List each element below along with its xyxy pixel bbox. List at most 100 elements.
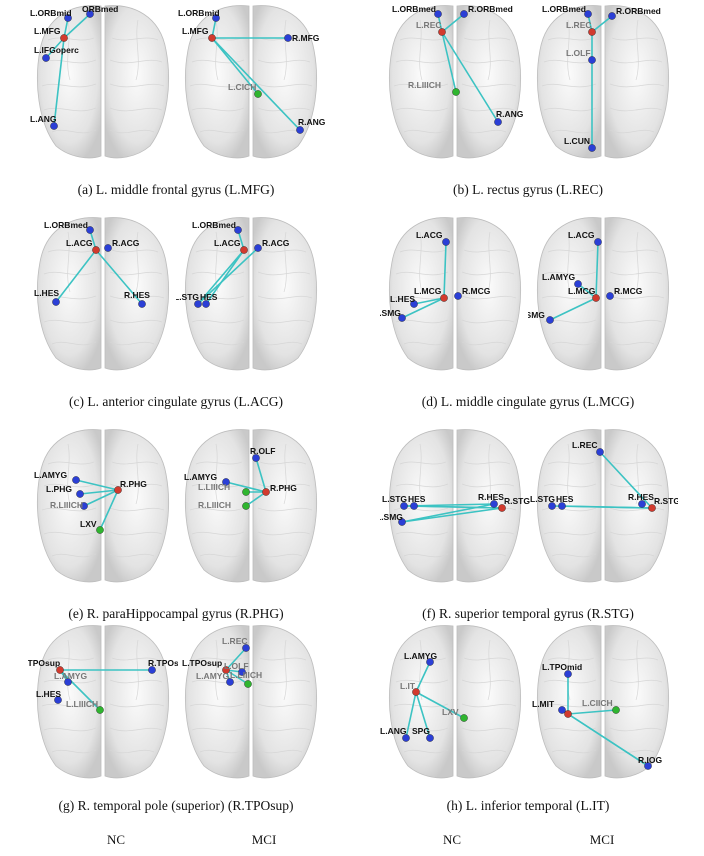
node-label: L.AMYG xyxy=(54,671,87,681)
connection-L.IT-L.SPG xyxy=(415,691,431,739)
node-L.MIT xyxy=(558,706,566,714)
node-label: L.LIIICH xyxy=(198,482,230,492)
node-R.MCG xyxy=(454,292,462,300)
brain-right-hemisphere xyxy=(604,5,669,159)
node-R.STG xyxy=(648,504,656,512)
node-label: L.REC xyxy=(566,20,592,30)
node-label: L.REC xyxy=(222,636,248,646)
node-label: L.TPOsup xyxy=(182,658,222,668)
node-label: L.PHG xyxy=(46,484,72,494)
node-label: ORBmed xyxy=(82,4,118,14)
node-L.ORBmed xyxy=(86,226,94,234)
node-L.OLF xyxy=(588,56,596,64)
connection-L.MCG-L.SMG xyxy=(549,297,597,321)
node-label: L.ACG xyxy=(416,230,443,240)
node-L.ORBmid xyxy=(212,14,220,22)
node-label: L.ACG xyxy=(214,238,241,248)
node-R.ORBmed xyxy=(460,10,468,18)
connection-L.REC-R.ORBmed xyxy=(441,13,465,33)
brain-left-hemisphere xyxy=(537,217,602,371)
node-LXV xyxy=(460,714,468,722)
node-label: R.HES xyxy=(124,290,150,300)
node-L.ORBmed xyxy=(234,226,242,234)
connection-R.HES-L.STG xyxy=(403,503,495,507)
node-label: L.MIT xyxy=(532,699,555,709)
brain-right-hemisphere xyxy=(604,217,669,371)
node-L.ORBmid xyxy=(64,14,72,22)
connection-R.ACG-L.STG xyxy=(197,247,259,305)
node-L.HES xyxy=(52,298,60,306)
connection-R.HES-L.SMG xyxy=(401,503,495,523)
node-label: R.STG xyxy=(654,496,678,506)
node-label: R.LIIICH xyxy=(408,80,441,90)
node-R.ANG xyxy=(296,126,304,134)
node-L.IFGoperc xyxy=(42,54,50,62)
brain-right-hemisphere xyxy=(252,625,317,779)
node-L.HES xyxy=(558,502,566,510)
brain-left-hemisphere xyxy=(185,5,250,159)
brain-left-hemisphere xyxy=(185,217,250,371)
connection-L.MFG-R.ANG xyxy=(211,37,301,131)
brain-gyri xyxy=(41,231,165,346)
brain-gyri xyxy=(393,639,517,754)
connection-L.MCG-L.AMYG xyxy=(577,283,597,299)
connection-L.REC-R.ANG xyxy=(441,31,499,123)
connection-L.MCG-L.ACG xyxy=(443,241,447,299)
connection-R.PHG-R.OLF xyxy=(255,457,267,493)
brain-gyri xyxy=(41,443,165,558)
brain-left-hemisphere xyxy=(389,5,454,159)
connection-L.IT-L.ANG xyxy=(405,691,417,739)
connection-R.STG-L.HES xyxy=(561,505,653,509)
connection-L.MIT-R.IOG xyxy=(561,709,649,767)
node-label: L.ANG xyxy=(380,726,407,736)
panel-caption: (d) L. middle cingulate gyrus (L.MCG) xyxy=(421,394,635,409)
panel-caption: (e) R. paraHippocampal gyrus (R.PHG) xyxy=(68,606,284,621)
brain-right-hemisphere xyxy=(104,429,169,583)
panel-caption: (b) L. rectus gyrus (L.REC) xyxy=(453,182,603,197)
node-label: L.ORBmed xyxy=(542,4,586,14)
node-L.MFG xyxy=(208,34,216,42)
brain-right-hemisphere xyxy=(252,217,317,371)
brain-gyri xyxy=(189,639,313,754)
node-label: HES xyxy=(200,292,218,302)
node-label: L.ANG xyxy=(30,114,57,124)
connection-R.PHG-L.PHG xyxy=(79,489,119,495)
node-L.HES xyxy=(54,696,62,704)
node-L.AMYG xyxy=(574,280,582,288)
node-L.HES xyxy=(410,300,418,308)
brain-gyri xyxy=(189,443,313,558)
brain-left-hemisphere xyxy=(537,625,602,779)
brain-right-hemisphere xyxy=(604,625,669,779)
node-L.MCG xyxy=(592,294,600,302)
node-label: L.MFG xyxy=(182,26,209,36)
node-L.ANG xyxy=(402,734,410,742)
panel-caption: (g) R. temporal pole (superior) (R.TPOsu… xyxy=(58,798,294,813)
node-L.OLF xyxy=(238,668,246,676)
node-L.LIIICH xyxy=(96,706,104,714)
node-label: R.ORBmed xyxy=(616,6,661,16)
node-label: L.STG xyxy=(176,292,199,302)
node-label: L.ACG xyxy=(66,238,93,248)
node-label: L.AMYG xyxy=(34,470,67,480)
brain-gyri xyxy=(541,19,665,134)
node-L.IT xyxy=(412,688,420,696)
node-label: LXV xyxy=(442,707,459,717)
node-label: R.LIIICH xyxy=(198,500,231,510)
brain-left-hemisphere xyxy=(37,5,102,159)
panel-caption: (a) L. middle frontal gyrus (L.MFG) xyxy=(77,182,275,197)
node-R.HES xyxy=(138,300,146,308)
node-label: L.SMG xyxy=(528,310,545,320)
brain-right-hemisphere xyxy=(604,429,669,583)
node-R.ANG xyxy=(494,118,502,126)
node-L.REC xyxy=(596,448,604,456)
node-R.TPOsup xyxy=(148,666,156,674)
brain-right-hemisphere xyxy=(456,5,521,159)
node-L.SMG xyxy=(546,316,554,324)
node-L.PHG xyxy=(76,490,84,498)
node-L.ACG xyxy=(594,238,602,246)
node-label: L.AMYG xyxy=(542,272,575,282)
